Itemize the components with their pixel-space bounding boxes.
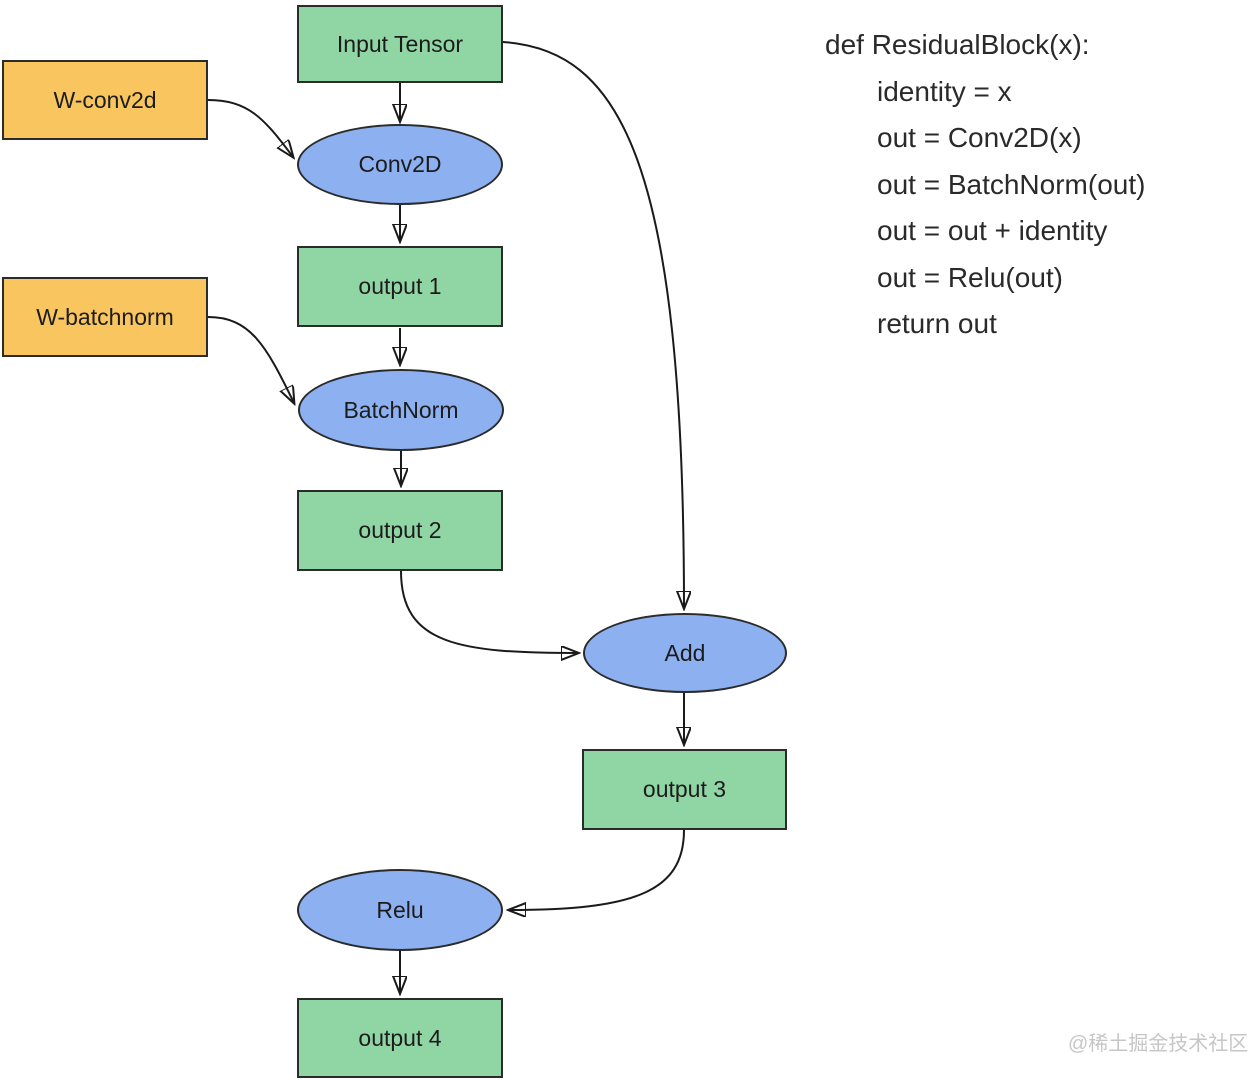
edge-w-batchnorm-to-batchnorm xyxy=(207,316,294,403)
edge-identity-skip-input-to-add xyxy=(502,41,684,608)
edge-output-3-to-relu xyxy=(509,829,685,910)
code-line: out = Conv2D(x) xyxy=(877,122,1082,153)
node-w-conv2d: W-conv2d xyxy=(2,60,208,140)
node-conv2d: Conv2D xyxy=(297,124,503,205)
edge-output-2-to-add xyxy=(400,570,578,653)
code-line: out = BatchNorm(out) xyxy=(877,168,1146,200)
node-w-batchnorm: W-batchnorm xyxy=(2,277,208,357)
code-line: identity = x xyxy=(877,75,1012,107)
node-input-tensor: Input Tensor xyxy=(297,5,503,83)
node-output-2: output 2 xyxy=(297,490,503,571)
code-line: out = out + identity xyxy=(877,215,1108,246)
code-listing: def ResidualBlock(x): identity = x out =… xyxy=(825,22,1145,348)
code-line: out = Relu(out) xyxy=(877,261,1063,293)
node-add: Add xyxy=(583,613,787,693)
code-line: def ResidualBlock(x): xyxy=(825,29,1090,60)
code-line: return out xyxy=(877,308,997,339)
node-relu: Relu xyxy=(297,869,503,951)
node-output-1: output 1 xyxy=(297,246,503,327)
watermark: @稀土掘金技术社区 xyxy=(1068,1033,1249,1055)
node-output-4: output 4 xyxy=(297,998,503,1078)
node-output-3: output 3 xyxy=(582,749,787,830)
node-batchnorm: BatchNorm xyxy=(298,369,504,451)
edge-w-conv2d-to-conv2d xyxy=(207,99,293,157)
